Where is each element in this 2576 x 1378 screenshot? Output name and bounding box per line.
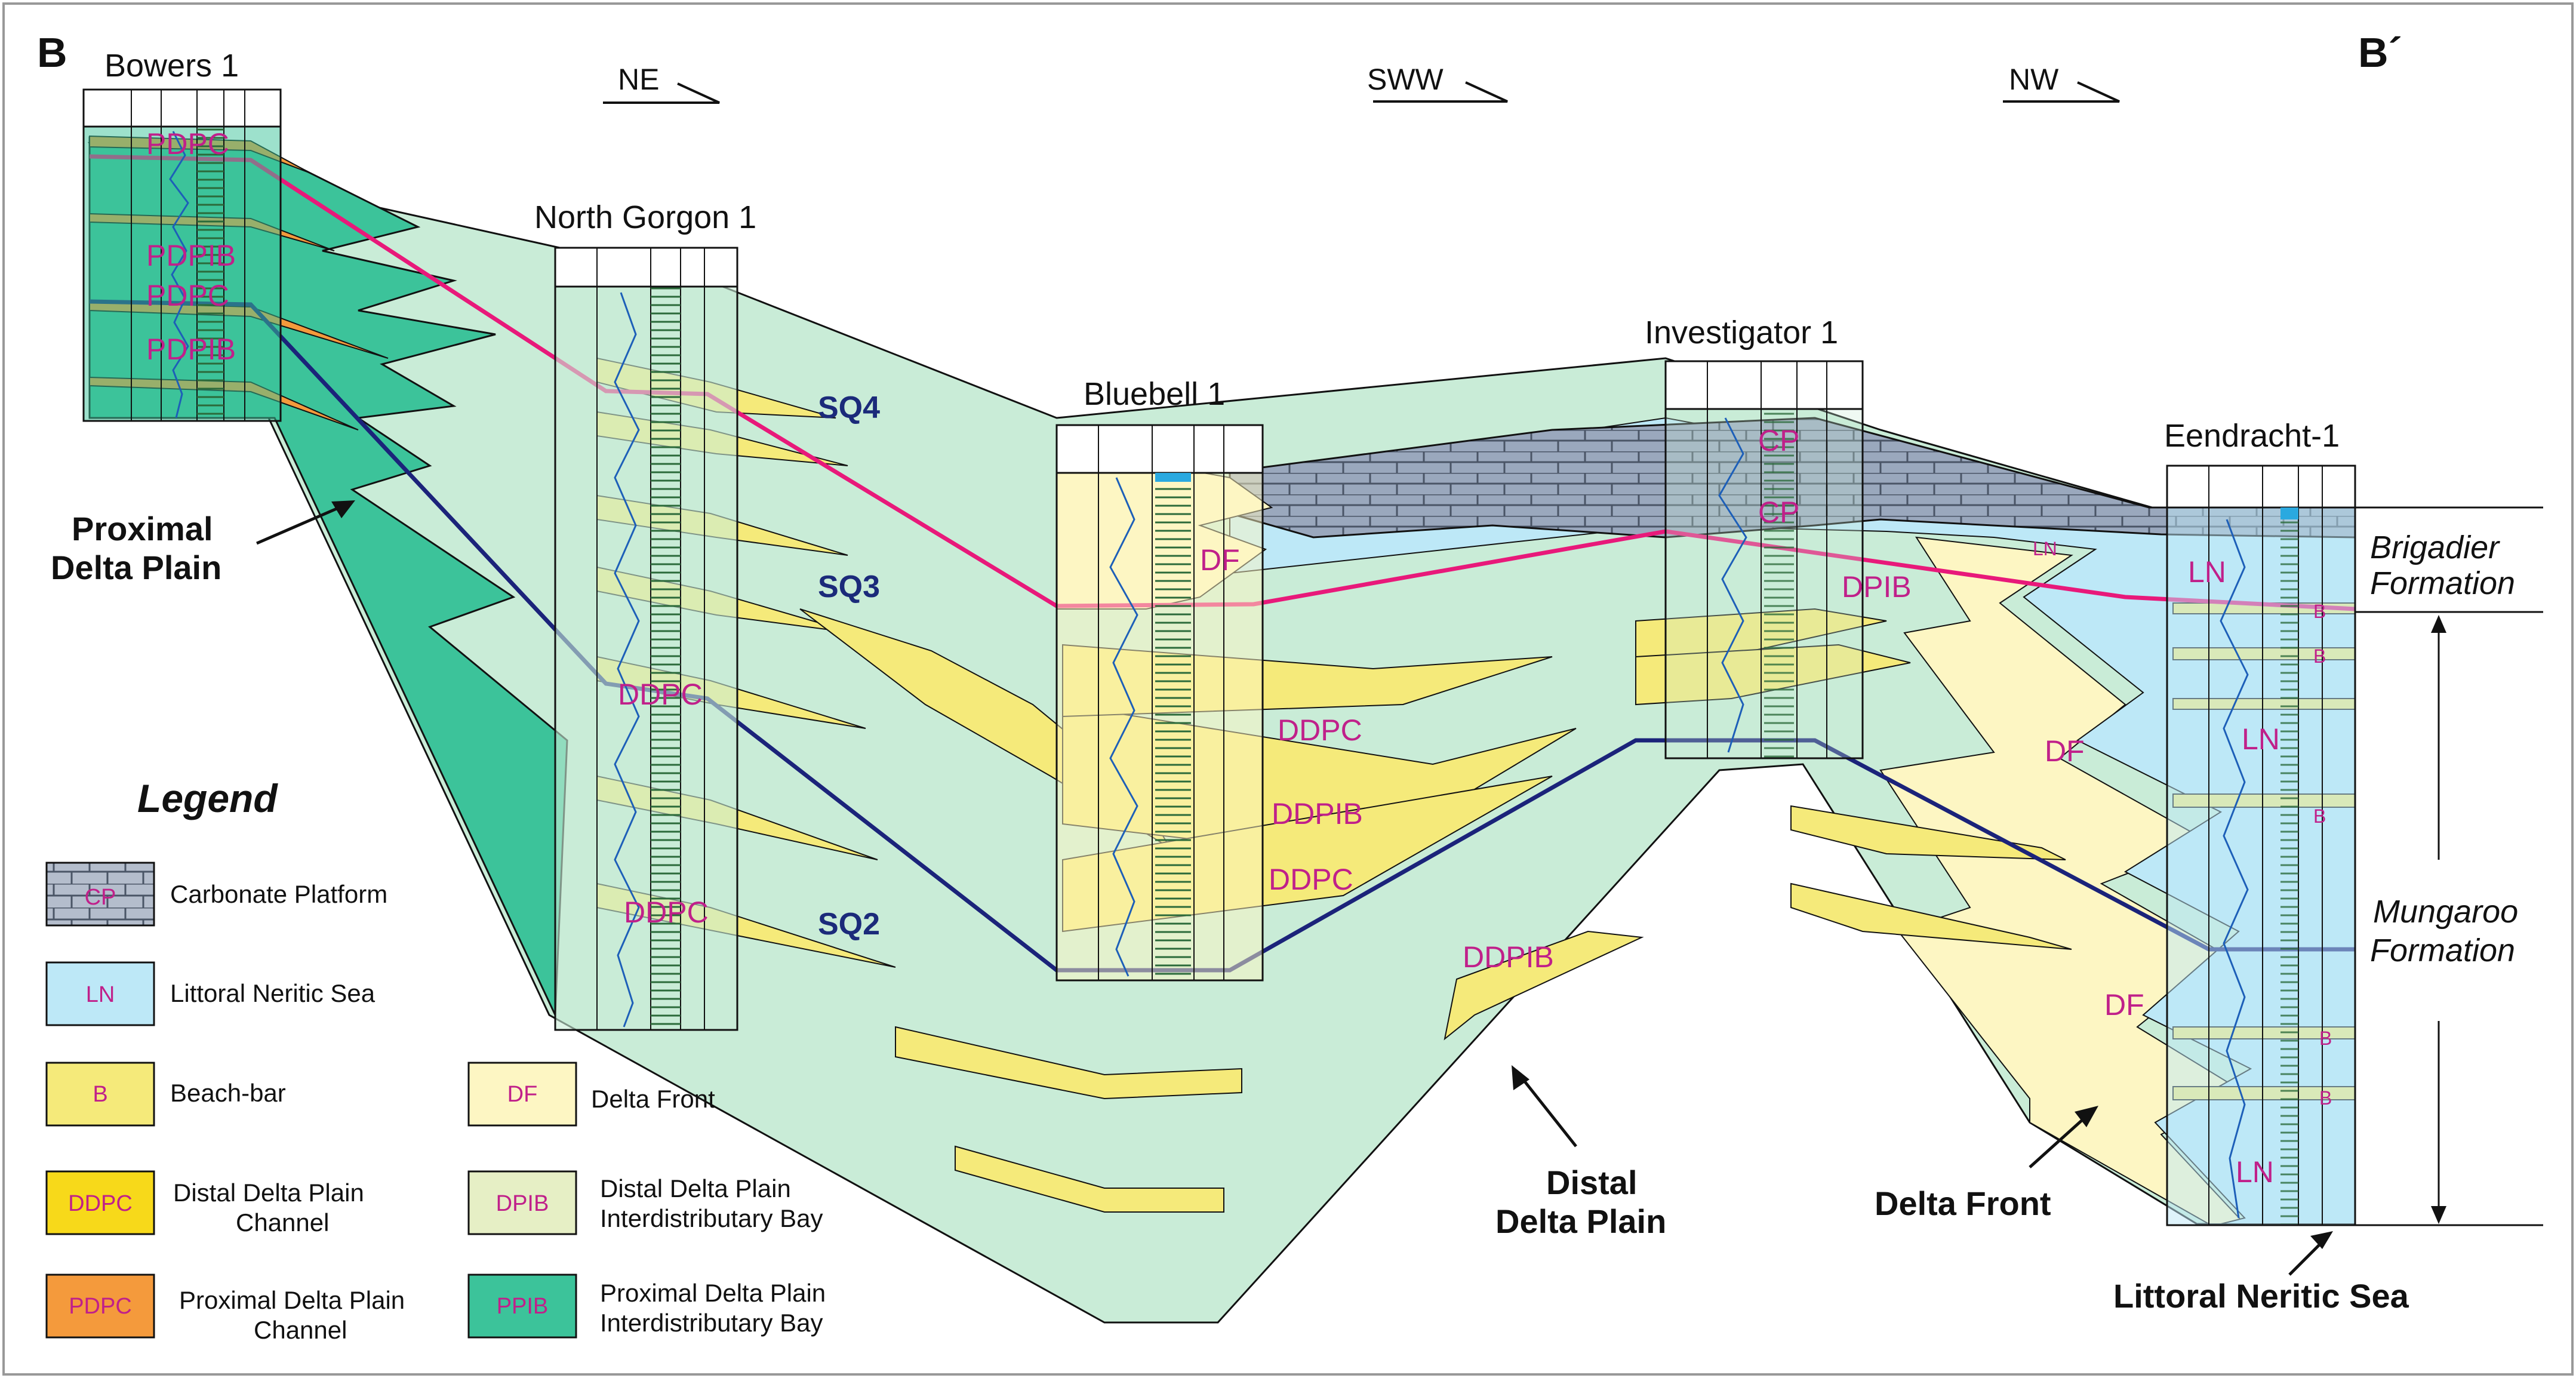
svg-text:NE: NE — [618, 63, 659, 96]
mungaroo-label-background — [2355, 860, 2546, 1021]
direction-indicator-sww: SWW — [1367, 63, 1508, 103]
svg-text:Carbonate Platform: Carbonate Platform — [170, 880, 387, 908]
facies-label-df-lower: DF — [2104, 988, 2144, 1022]
legend-item-df: DF Delta Front — [467, 1062, 715, 1127]
svg-text:Delta Front: Delta Front — [1875, 1185, 2051, 1222]
svg-text:Distal Delta Plain: Distal Delta Plain — [173, 1179, 364, 1207]
callout-proximal-delta-plain: Proximal Delta Plain — [51, 500, 355, 586]
sequence-label-sq2: SQ2 — [818, 907, 880, 942]
svg-text:Interdistributary Bay: Interdistributary Bay — [600, 1309, 823, 1337]
svg-text:Littoral Neritic Sea: Littoral Neritic Sea — [2113, 1277, 2409, 1315]
direction-indicator-ne: NE — [603, 63, 720, 104]
callout-littoral-neritic-sea: Littoral Neritic Sea — [2113, 1231, 2409, 1315]
svg-text:B: B — [93, 1082, 107, 1107]
facies-label-ddpc-bluebell-lower: DDPC — [1269, 863, 1353, 896]
facies-label-ln-bottom: LN — [2236, 1155, 2274, 1189]
facies-label-ddpc-north-gorgon-lower: DDPC — [624, 896, 709, 929]
legend: Legend CP Carbonate Platform LN Littoral… — [45, 776, 826, 1344]
legend-item-ddpc: DDPC Distal Delta Plain Channel — [45, 1170, 364, 1236]
well-name-bluebell: Bluebell 1 — [1084, 376, 1225, 412]
formation-brigadier-line1: Brigadier — [2370, 530, 2500, 565]
well-eendracht-1 — [2166, 465, 2356, 1226]
sequence-label-sq3: SQ3 — [818, 570, 880, 604]
svg-text:Distal: Distal — [1546, 1164, 1638, 1201]
svg-text:LN: LN — [86, 982, 115, 1007]
legend-item-dpib: DPIB Distal Delta Plain Interdistributar… — [467, 1170, 823, 1235]
facies-label-ddpib-bluebell: DDPIB — [1272, 797, 1363, 831]
facies-label-cp-upper: CP — [1758, 424, 1799, 457]
svg-text:DPIB: DPIB — [496, 1191, 549, 1216]
arrow-head-down — [2431, 1206, 2446, 1224]
svg-text:DF: DF — [507, 1082, 538, 1107]
legend-item-ppib: PPIB Proximal Delta Plain Interdistribut… — [467, 1274, 826, 1339]
callout-delta-front: Delta Front — [1875, 1106, 2098, 1222]
svg-text:Delta Plain: Delta Plain — [51, 549, 221, 586]
facies-label-df-bluebell: DF — [1200, 543, 1240, 577]
facies-label-cp-lower: CP — [1758, 496, 1799, 529]
facies-label-df-mid: DF — [2045, 734, 2085, 768]
facies-label-pdpib-lower: PDPIB — [146, 333, 236, 366]
well-name-investigator: Investigator 1 — [1645, 315, 1838, 350]
svg-text:SWW: SWW — [1367, 63, 1444, 96]
well-bowers-1 — [82, 88, 282, 422]
legend-title: Legend — [137, 776, 278, 820]
formation-mungaroo-line2: Formation — [2370, 933, 2515, 968]
facies-label-ddpc-north-gorgon-upper: DDPC — [618, 678, 703, 711]
facies-label-pdpc-upper: PDPC — [146, 127, 229, 161]
legend-item-ln: LN Littoral Neritic Sea — [45, 961, 376, 1026]
arrow-head-up — [2431, 615, 2446, 633]
svg-text:Littoral Neritic Sea: Littoral Neritic Sea — [170, 979, 376, 1007]
svg-text:Delta Plain: Delta Plain — [1495, 1202, 1666, 1240]
well-name-north-gorgon: North Gorgon 1 — [534, 199, 756, 235]
facies-label-b-3: B — [2313, 805, 2326, 827]
svg-text:DDPC: DDPC — [68, 1191, 133, 1216]
facies-label-ddpc-bluebell-upper: DDPC — [1278, 713, 1362, 747]
facies-label-ddpib-center: DDPIB — [1463, 940, 1554, 974]
well-name-eendracht: Eendracht-1 — [2164, 418, 2340, 454]
facies-label-ln-mid: LN — [2242, 722, 2280, 756]
facies-label-dpib: DPIB — [1842, 570, 1912, 604]
well-investigator-1 — [1664, 360, 1864, 759]
sequence-label-sq4: SQ4 — [818, 390, 880, 425]
legend-item-b: B Beach-bar — [45, 1062, 286, 1127]
legend-item-cp: CP Carbonate Platform — [45, 862, 387, 927]
svg-text:Interdistributary Bay: Interdistributary Bay — [600, 1204, 823, 1232]
legend-item-pdpc: PDPC Proximal Delta Plain Channel — [45, 1274, 405, 1344]
svg-text:Delta Front: Delta Front — [591, 1085, 715, 1113]
facies-label-b-1: B — [2313, 601, 2326, 622]
formation-brigadier-line2: Formation — [2370, 565, 2515, 601]
well-north-gorgon-1 — [554, 247, 738, 1031]
well-name-bowers: Bowers 1 — [104, 48, 239, 84]
formation-mungaroo-line1: Mungaroo — [2373, 894, 2518, 930]
facies-label-pdpc-lower: PDPC — [146, 279, 229, 312]
svg-text:Channel: Channel — [236, 1208, 329, 1236]
svg-text:PPIB: PPIB — [497, 1294, 549, 1319]
svg-text:Proximal Delta Plain: Proximal Delta Plain — [179, 1286, 405, 1314]
direction-indicator-nw: NW — [2003, 63, 2120, 103]
facies-label-ln-small: LN — [2033, 538, 2057, 559]
section-end-label: B´ — [2358, 29, 2402, 76]
facies-label-ln-top: LN — [2188, 555, 2226, 589]
section-start-label: B — [37, 29, 67, 76]
svg-text:Channel: Channel — [254, 1316, 347, 1344]
svg-text:PDPC: PDPC — [69, 1294, 132, 1319]
facies-label-b-2: B — [2313, 645, 2326, 667]
facies-label-b-5: B — [2319, 1087, 2332, 1109]
svg-text:Distal Delta Plain: Distal Delta Plain — [600, 1174, 791, 1202]
svg-text:Proximal: Proximal — [72, 510, 213, 547]
facies-label-b-4: B — [2319, 1028, 2332, 1049]
svg-text:Beach-bar: Beach-bar — [170, 1079, 286, 1107]
facies-label-pdpib-upper: PDPIB — [146, 239, 236, 272]
well-bluebell-1 — [1055, 424, 1264, 982]
svg-text:NW: NW — [2009, 63, 2059, 96]
callout-distal-delta-plain: Distal Delta Plain — [1495, 1065, 1666, 1240]
svg-text:Proximal Delta Plain: Proximal Delta Plain — [600, 1279, 826, 1307]
svg-text:CP: CP — [85, 885, 116, 910]
